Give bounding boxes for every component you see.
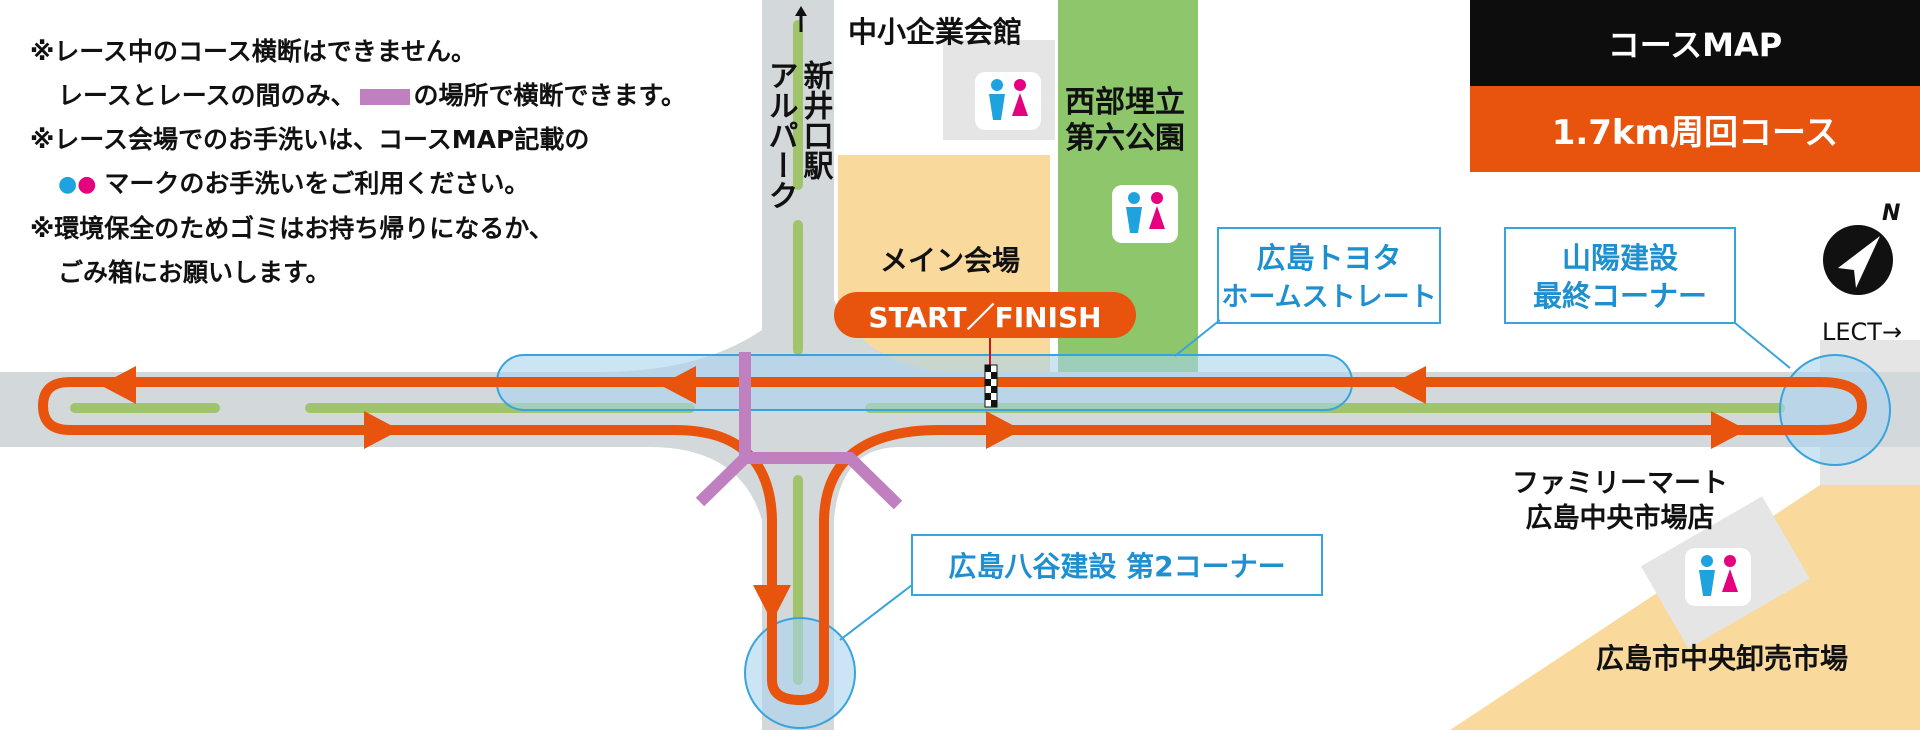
note-line-4: ●●マークのお手洗いをご利用ください。 — [30, 162, 686, 207]
restroom-mini-icon: ●● — [58, 172, 97, 197]
course-line — [38, 377, 1867, 705]
yaya-label: 広島八谷建設 第2コーナー — [948, 550, 1285, 583]
course-panel: コースMAP 1.7km周回コース — [1470, 0, 1920, 172]
panel-title: コースMAP — [1470, 0, 1920, 86]
compass-n-label: N — [1882, 201, 1900, 226]
crossing-swatch-icon — [359, 89, 410, 105]
note-line-2: レースとレースの間のみ、の場所で横断できます。 — [58, 81, 687, 110]
svg-text:START／FINISH: START／FINISH — [868, 301, 1101, 334]
compass-icon: N — [1823, 201, 1900, 295]
notes: ※レース中のコース横断はできません。 レースとレースの間のみ、の場所で横断できま… — [30, 30, 686, 295]
lect-label: LECT→ — [1822, 318, 1902, 346]
sme-hall-label: 中小企業会館 — [848, 15, 1022, 49]
market-label: 広島市中央卸売市場 — [1596, 642, 1848, 675]
note-line-6: ごみ箱にお願いします。 — [58, 258, 331, 287]
toyota-label-line1: 広島トヨタ — [1256, 241, 1401, 275]
note-line-1: ※レース中のコース横断はできません。 — [30, 37, 477, 66]
sanyo-label-line1: 山陽建設 — [1562, 241, 1679, 275]
toyota-label-line2: ホームストレート — [1221, 282, 1436, 313]
familymart-label-line1: ファミリーマート — [1512, 468, 1728, 499]
final-corner-highlight — [1779, 354, 1891, 466]
sanyo-label-line2: 最終コーナー — [1533, 279, 1707, 313]
station-arrow-icon — [795, 6, 807, 32]
main-venue-label: メイン会場 — [880, 244, 1020, 277]
park-label-line1: 西部埋立 — [1065, 85, 1185, 120]
yaya-callout — [911, 534, 1323, 596]
course-direction-arrows — [100, 366, 1747, 622]
yaya-callout-pointer — [839, 584, 913, 641]
sanyo-callout — [1504, 227, 1736, 324]
start-finish-badge: START／FINISH — [834, 292, 1136, 338]
panel-course: 1.7km周回コース — [1470, 86, 1920, 172]
note-line-3: ※レース会場でのお手洗いは、コースMAP記載の — [30, 125, 590, 154]
familymart-label-line2: 広島中央市場店 — [1526, 502, 1715, 534]
station-label-line2: アルパーク — [763, 60, 798, 210]
restroom-icon — [1112, 185, 1178, 243]
sanyo-callout-pointer — [1734, 322, 1791, 369]
station-label-line1: 新井口駅 — [798, 60, 834, 181]
toyota-callout — [1217, 227, 1441, 324]
park-label-line2: 第六公園 — [1065, 121, 1185, 156]
note-line-5: ※環境保全のためゴミはお持ち帰りになるか、 — [30, 214, 554, 243]
finish-line-icon — [984, 364, 998, 408]
toyota-callout-pointer — [1174, 319, 1221, 357]
crossing-zone — [695, 352, 903, 510]
second-corner-highlight — [744, 617, 856, 729]
restroom-icon — [1685, 548, 1751, 606]
restroom-icon — [975, 72, 1041, 130]
